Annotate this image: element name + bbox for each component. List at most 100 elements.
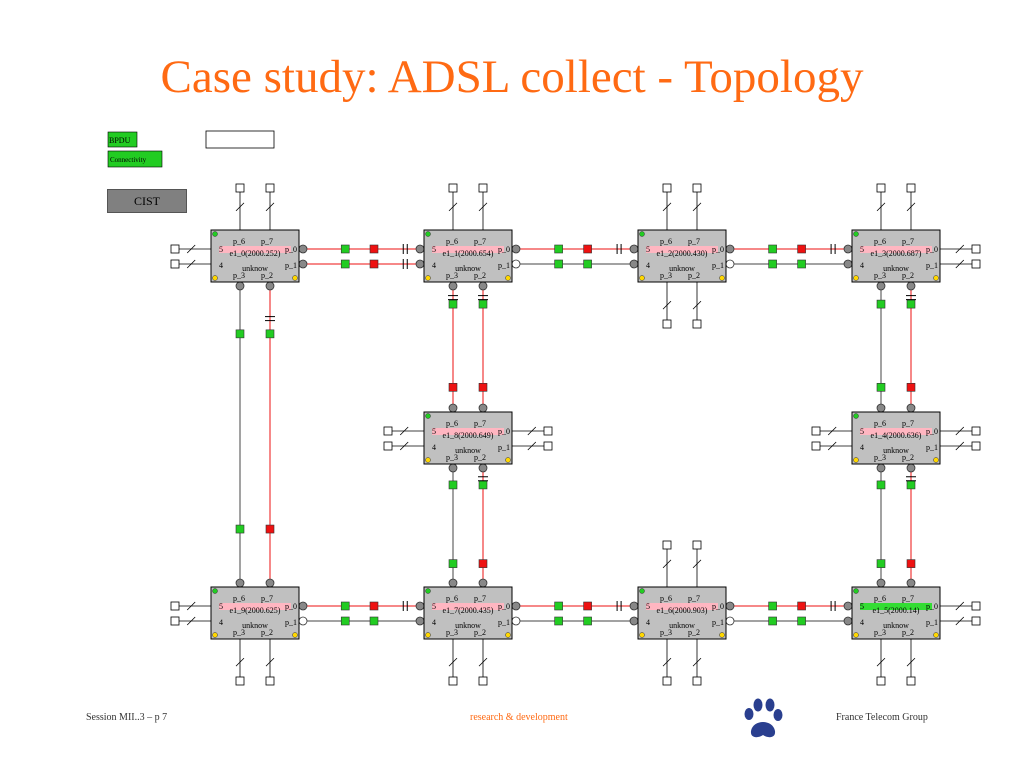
port-label: p_2: [902, 271, 914, 280]
port-dot: [843, 244, 853, 254]
switch-box: [851, 586, 941, 640]
stub-disabled-mark: [876, 657, 886, 667]
status-led: [853, 413, 859, 419]
port-label: 4: [860, 443, 864, 452]
bpdu-marker: [554, 259, 563, 269]
switch-state: unknow: [242, 621, 268, 630]
switch-highlight: [860, 428, 932, 435]
stub-disabled-mark: [662, 559, 672, 569]
port-label: p_3: [874, 453, 886, 462]
port-label: p_0: [285, 245, 297, 254]
stub-end-box: [543, 426, 553, 436]
port-dot: [448, 281, 458, 291]
bpdu-marker: [876, 559, 886, 568]
switch-box: [637, 229, 727, 283]
status-led: [639, 231, 645, 237]
stub-end-box: [662, 540, 672, 550]
port-dot: [629, 601, 639, 611]
port-label: 4: [432, 443, 436, 452]
bpdu-marker: [478, 559, 488, 568]
port-label: p_2: [474, 271, 486, 280]
port-dot: [298, 244, 308, 254]
status-led: [505, 632, 511, 638]
bpdu-marker: [768, 244, 777, 254]
port-label: p_1: [498, 618, 510, 627]
port-dot: [478, 281, 488, 291]
stub-end-box: [876, 183, 886, 193]
port-label: p_3: [446, 628, 458, 637]
switch-state: unknow: [669, 264, 695, 273]
stub-end-box: [662, 183, 672, 193]
port-dot: [511, 259, 521, 269]
status-led: [292, 275, 298, 281]
status-led: [212, 588, 218, 594]
switch-state: unknow: [883, 621, 909, 630]
status-led: [933, 457, 939, 463]
switch-id: e1_0(2000.252): [230, 249, 281, 258]
stub-disabled-mark: [527, 426, 537, 436]
stub-disabled-mark: [955, 616, 965, 626]
legend-cist-button[interactable]: CIST: [107, 189, 187, 213]
port-label: p_6: [660, 594, 672, 603]
port-label: p_3: [446, 453, 458, 462]
port-label: 5: [432, 602, 436, 611]
stub-disabled-mark: [955, 601, 965, 611]
port-dot: [725, 259, 735, 269]
status-led: [639, 632, 645, 638]
port-label: p_3: [660, 271, 672, 280]
port-label: p_6: [874, 237, 886, 246]
stub-end-box: [906, 676, 916, 686]
stub-end-box: [383, 441, 393, 451]
port-label: 5: [646, 245, 650, 254]
bpdu-marker: [448, 382, 458, 392]
port-label: p_2: [902, 453, 914, 462]
bpdu-marker: [478, 299, 488, 309]
port-dot: [629, 616, 639, 626]
port-dot: [415, 244, 425, 254]
footer-session: Session MII..3 – p 7: [86, 712, 168, 723]
stub-disabled-mark: [527, 441, 537, 451]
port-label: p_1: [712, 618, 724, 627]
port-dot: [725, 244, 735, 254]
bpdu-marker: [235, 524, 245, 534]
status-led: [425, 231, 431, 237]
port-dot: [876, 578, 886, 588]
port-label: p_1: [498, 261, 510, 270]
switch-state: unknow: [455, 446, 481, 455]
stub-end-box: [235, 183, 245, 193]
switch-box: [851, 411, 941, 465]
bpdu-marker: [797, 244, 806, 254]
bpdu-marker: [340, 616, 350, 626]
link-0: [298, 244, 425, 254]
stub-disabled-mark: [235, 657, 245, 667]
link-14: [876, 463, 886, 588]
stub-end-box: [692, 319, 702, 329]
bpdu-marker: [797, 259, 806, 269]
port-label: 4: [860, 261, 864, 270]
status-led: [853, 231, 859, 237]
port-label: p_2: [688, 628, 700, 637]
stub-disabled-mark: [906, 657, 916, 667]
link-7: [265, 281, 275, 588]
bpdu-marker: [583, 601, 592, 611]
stub-disabled-mark: [399, 441, 409, 451]
status-led: [425, 457, 431, 463]
bpdu-marker: [583, 244, 592, 254]
port-label: p_7: [474, 419, 486, 428]
bpdu-marker: [478, 480, 488, 490]
bpdu-marker: [906, 382, 916, 392]
bpdu-marker: [797, 601, 806, 611]
status-led: [425, 588, 431, 594]
stub-disabled-mark: [478, 202, 488, 212]
stub-disabled-mark: [448, 202, 458, 212]
link-1: [298, 259, 425, 269]
bpdu-marker: [583, 616, 592, 626]
port-dot: [843, 601, 853, 611]
link-8: [448, 281, 458, 413]
bpdu-marker: [768, 616, 777, 626]
port-dot: [511, 601, 521, 611]
switch-box: [210, 229, 300, 283]
link-10: [448, 463, 458, 588]
